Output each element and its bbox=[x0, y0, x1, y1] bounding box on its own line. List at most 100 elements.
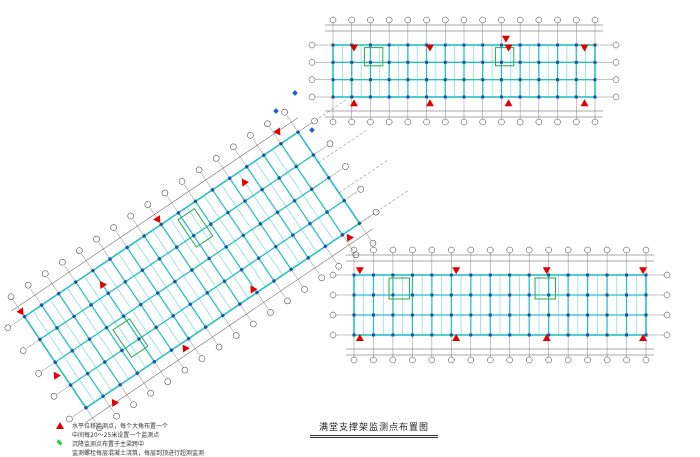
axis-bubble bbox=[318, 274, 325, 282]
stair-wall bbox=[363, 47, 384, 67]
column bbox=[593, 95, 597, 99]
column bbox=[239, 267, 244, 272]
axis-bubble bbox=[545, 356, 552, 364]
axis-bubble bbox=[212, 155, 220, 162]
axis-bubble bbox=[612, 76, 620, 83]
axis-bubble bbox=[498, 16, 505, 24]
axis-bubble bbox=[4, 324, 12, 332]
axis-bubble bbox=[308, 59, 316, 66]
column bbox=[331, 95, 335, 99]
column bbox=[100, 394, 106, 399]
column bbox=[71, 314, 77, 319]
axis-bubble bbox=[24, 281, 32, 289]
column bbox=[605, 313, 609, 317]
column bbox=[22, 314, 27, 319]
column bbox=[138, 302, 143, 307]
column bbox=[189, 267, 195, 273]
column bbox=[107, 256, 113, 262]
column bbox=[254, 290, 260, 295]
column bbox=[547, 273, 551, 277]
monitor-point-marker bbox=[580, 99, 589, 107]
column bbox=[593, 43, 597, 47]
column bbox=[391, 293, 395, 297]
monitor-point-marker bbox=[355, 267, 364, 275]
axis-bubble bbox=[460, 118, 468, 126]
axis-bubble bbox=[591, 16, 599, 24]
axis-bubble bbox=[329, 118, 337, 126]
column bbox=[140, 268, 145, 273]
column bbox=[469, 313, 473, 317]
column bbox=[292, 198, 297, 203]
column bbox=[207, 256, 212, 261]
legend-text-3: 沉降监测点布置于主梁跨中 bbox=[72, 441, 145, 448]
axis-bubble bbox=[195, 166, 203, 174]
axis-bubble bbox=[448, 246, 455, 254]
axis-bubble bbox=[506, 356, 513, 364]
column bbox=[331, 78, 335, 82]
axis-bubble bbox=[663, 311, 671, 319]
axis-bubble bbox=[525, 246, 533, 254]
column bbox=[176, 210, 181, 215]
column bbox=[566, 273, 570, 277]
monitor-point-marker bbox=[99, 280, 108, 289]
column bbox=[326, 175, 331, 180]
column bbox=[331, 43, 335, 47]
axis-bubble bbox=[230, 143, 237, 151]
column bbox=[469, 293, 473, 297]
column bbox=[73, 279, 78, 285]
column bbox=[368, 43, 372, 47]
monitor-point-marker bbox=[639, 334, 648, 341]
column bbox=[37, 337, 42, 342]
column bbox=[157, 256, 162, 261]
column bbox=[481, 43, 485, 47]
column bbox=[224, 244, 229, 250]
column bbox=[410, 333, 414, 337]
monitor-point-marker bbox=[349, 44, 358, 52]
axis-bubble bbox=[329, 271, 337, 279]
axis-bubble bbox=[612, 41, 620, 49]
column bbox=[518, 43, 522, 47]
column bbox=[406, 60, 410, 64]
axis-bubble bbox=[369, 239, 377, 247]
extension-line bbox=[359, 189, 410, 224]
axis-bubble bbox=[215, 343, 223, 351]
column bbox=[443, 43, 447, 47]
connection-marker bbox=[273, 108, 279, 114]
column bbox=[90, 268, 95, 273]
column bbox=[169, 348, 174, 353]
monitor-point-marker bbox=[501, 35, 510, 43]
monitor-point-marker bbox=[580, 44, 589, 52]
axis-bubble bbox=[409, 356, 416, 364]
column bbox=[462, 43, 466, 47]
column bbox=[518, 60, 522, 64]
stair-wall bbox=[112, 318, 149, 358]
axis-bubble bbox=[348, 16, 355, 24]
column bbox=[123, 279, 128, 284]
axis-bubble bbox=[535, 16, 543, 24]
column bbox=[605, 273, 609, 277]
axis-bubble bbox=[573, 16, 580, 24]
axis-bubble bbox=[41, 270, 49, 277]
column bbox=[527, 333, 531, 337]
column bbox=[605, 333, 609, 337]
column bbox=[227, 176, 232, 181]
column bbox=[462, 60, 466, 64]
axis-bubble bbox=[642, 356, 650, 364]
column bbox=[644, 293, 648, 297]
axis-bubble bbox=[442, 118, 449, 126]
column bbox=[488, 293, 492, 297]
axis-bubble bbox=[573, 118, 580, 126]
column bbox=[171, 313, 176, 318]
column bbox=[89, 302, 94, 307]
column bbox=[342, 198, 347, 203]
axis-bubble bbox=[385, 118, 393, 126]
column bbox=[102, 359, 107, 365]
axis-bubble bbox=[7, 293, 15, 301]
column bbox=[387, 43, 391, 47]
axis-bubble bbox=[487, 246, 494, 254]
axis-bubble bbox=[448, 356, 455, 364]
monitor-point-marker bbox=[452, 334, 461, 341]
axis-bubble bbox=[428, 246, 436, 254]
drawing-title: 满堂支撑架监测点布置图 bbox=[310, 421, 438, 438]
axis-bubble bbox=[516, 16, 524, 24]
